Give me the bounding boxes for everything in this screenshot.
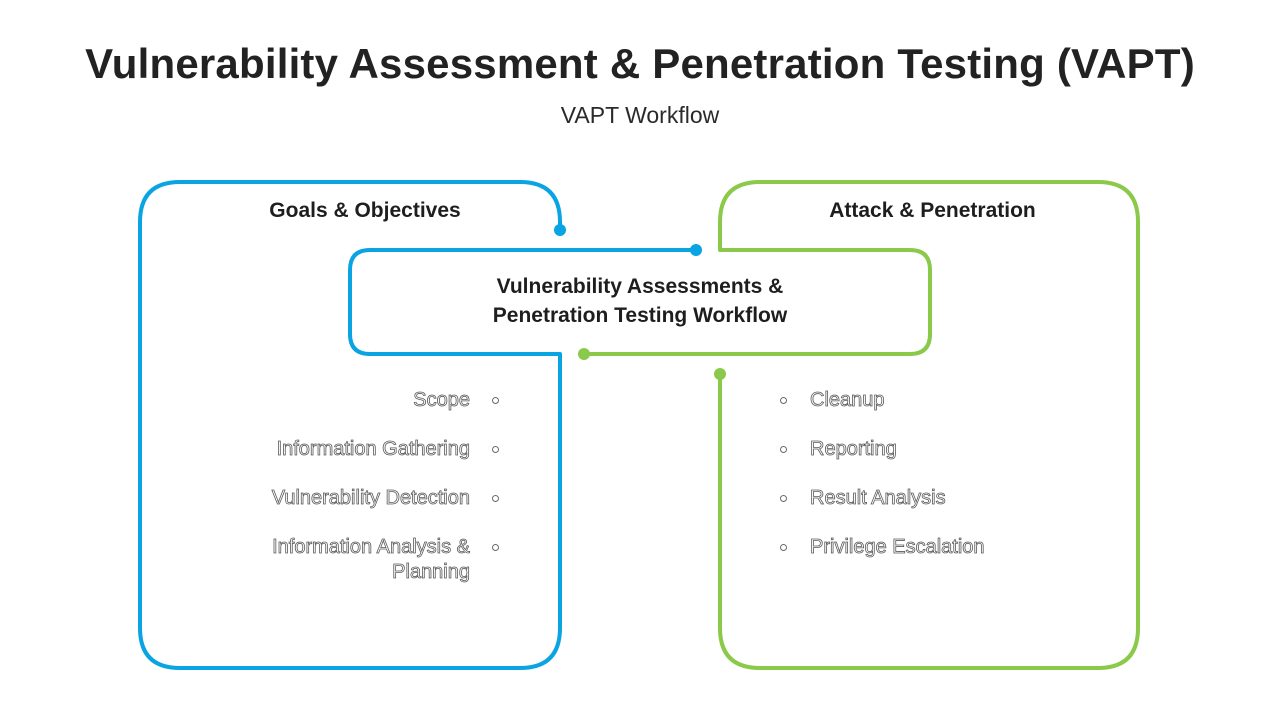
center-line-2: Penetration Testing Workflow — [492, 304, 788, 327]
list-item-label: Scope — [413, 389, 471, 412]
list-item-label: Result Analysis — [810, 487, 946, 510]
list-item: Scope — [200, 388, 499, 413]
right-panel-outline — [582, 180, 1140, 670]
right-connector-dot-1 — [714, 368, 726, 380]
list-item-label: Privilege Escalation — [810, 536, 985, 559]
bullet-icon — [780, 544, 787, 551]
list-item-label: Cleanup — [810, 389, 885, 412]
right-panel-title: Attack & Penetration — [829, 199, 1036, 222]
list-item: Information Gathering — [200, 437, 499, 462]
list-item: Vulnerability Detection — [200, 486, 499, 511]
list-item: Result Analysis — [780, 486, 1090, 511]
left-connector-dot-1 — [554, 224, 566, 236]
bullet-icon — [492, 397, 499, 404]
right-panel-list: Cleanup Reporting Result Analysis Privil… — [780, 388, 1090, 584]
center-box-text: Vulnerability Assessments & Penetration … — [350, 272, 930, 330]
bullet-icon — [780, 495, 787, 502]
left-connector-dot-2 — [690, 244, 702, 256]
bullet-icon — [492, 544, 499, 551]
left-panel-list: Scope Information Gathering Vulnerabilit… — [200, 388, 499, 609]
list-item-label: Information Gathering — [276, 438, 470, 461]
bullet-icon — [780, 397, 787, 404]
bullet-icon — [492, 495, 499, 502]
list-item: Information Analysis & Planning — [200, 535, 499, 585]
page-subtitle: VAPT Workflow — [560, 102, 720, 128]
list-item-label: Information Analysis & Planning — [272, 536, 471, 584]
center-line-1: Vulnerability Assessments & — [496, 275, 784, 298]
list-item: Cleanup — [780, 388, 1090, 413]
page-title: Vulnerability Assessment & Penetration T… — [85, 40, 1195, 87]
bullet-icon — [780, 446, 787, 453]
left-panel-outline — [138, 180, 698, 670]
bullet-icon — [492, 446, 499, 453]
list-item-label: Reporting — [810, 438, 898, 461]
left-panel-title: Goals & Objectives — [269, 199, 461, 222]
list-item: Reporting — [780, 437, 1090, 462]
list-item-label: Vulnerability Detection — [271, 487, 470, 510]
list-item: Privilege Escalation — [780, 535, 1090, 560]
right-connector-dot-2 — [578, 348, 590, 360]
